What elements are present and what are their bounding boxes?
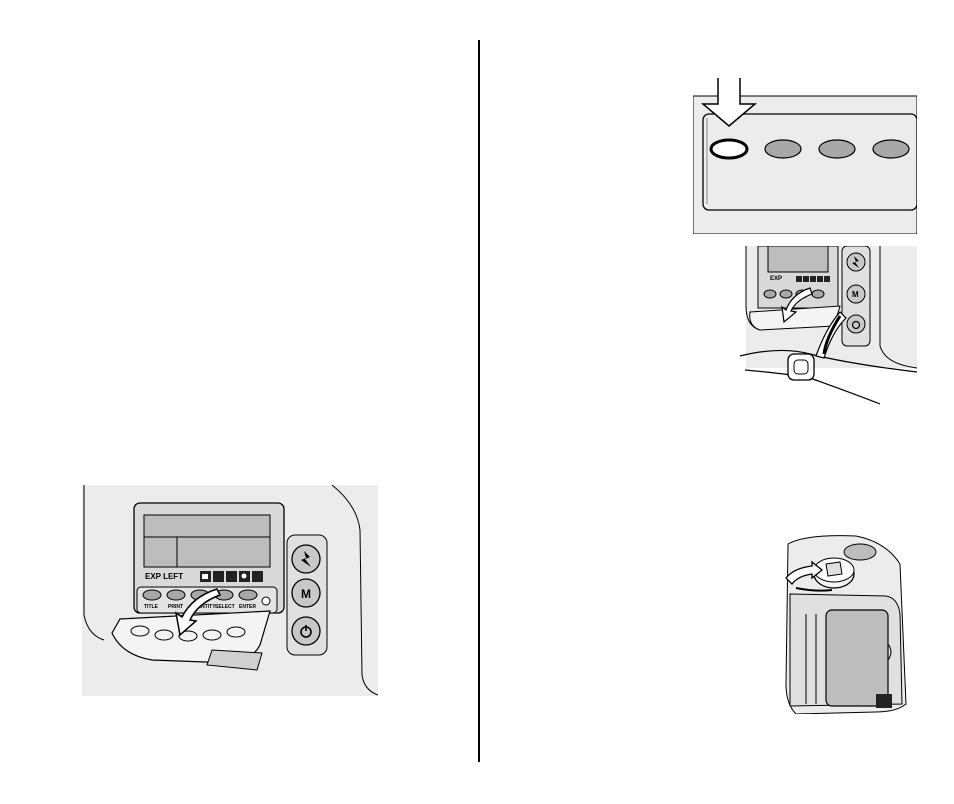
exp-label: EXP [770, 276, 782, 282]
exp-left-label: EXP LEFT [145, 572, 183, 581]
button-label-title: TITLE [144, 604, 159, 610]
m-button-label: M [301, 587, 311, 601]
button-label-select: SELECT [215, 604, 235, 610]
flash-button-icon [292, 545, 320, 573]
button-label-enter: ENTER [239, 604, 256, 610]
battery-door [826, 610, 888, 706]
m-button-label: M [852, 290, 859, 299]
mode-dial-illustration [776, 534, 908, 714]
button-row-illustration [693, 78, 917, 234]
selected-button [711, 140, 747, 158]
mode-icons [200, 571, 263, 582]
button-label-print: PRINT [168, 604, 183, 610]
column-divider [478, 40, 480, 762]
strap-illustration: EXP M [730, 246, 917, 406]
power-button-icon [847, 315, 865, 333]
control-panel-illustration: EXP LEFT TITLE PRINT QUANTITY SELECT ENT… [82, 485, 378, 696]
